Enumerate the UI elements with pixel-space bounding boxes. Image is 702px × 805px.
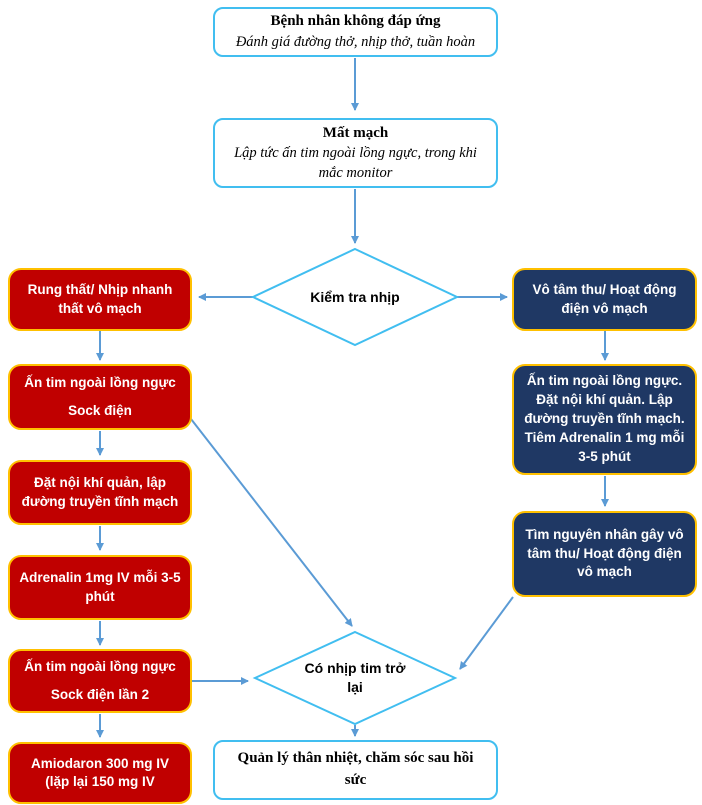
left-amiodaron-box: Amiodaron 300 mg IV (lặp lại 150 mg IV [8, 742, 192, 804]
right-find-cause-box: Tìm nguyên nhân gây vô tâm thu/ Hoạt độn… [512, 511, 697, 597]
start-box: Bệnh nhân không đáp ứng Đánh giá đường t… [213, 7, 498, 57]
left-cpr-shock-line1: Ấn tim ngoài lồng ngực [24, 375, 176, 391]
left-cpr-shock2-line1: Ấn tim ngoài lồng ngực [24, 659, 176, 675]
pulseless-box: Mất mạch Lập tức ấn tim ngoài lồng ngực,… [213, 118, 498, 188]
rosc-label: Có nhịp tim trở lại [304, 660, 406, 695]
post-resus-care-label: Quản lý thân nhiệt, chăm sóc sau hồi sức [237, 750, 474, 788]
start-subtitle: Đánh giá đường thở, nhịp thở, tuần hoàn [235, 34, 476, 51]
left-cpr-shock2-box: Ấn tim ngoài lồng ngực Sock điện lần 2 [8, 649, 192, 713]
check-rhythm-label: Kiểm tra nhịp [310, 288, 400, 305]
arrow-cause-to-rosc-diagonal [459, 596, 514, 670]
post-resus-care-box: Quản lý thân nhiệt, chăm sóc sau hồi sức [213, 740, 498, 800]
right-cpr-bundle-box: Ấn tim ngoài lồng ngực. Đặt nội khí quản… [512, 364, 697, 475]
pulseless-subtitle: Lập tức ấn tim ngoài lồng ngực, trong kh… [234, 145, 477, 181]
left-adrenalin-box: Adrenalin 1mg IV mỗi 3-5 phút [8, 555, 192, 620]
asystole-pea-box: Vô tâm thu/ Hoạt động điện vô mạch [512, 268, 697, 331]
left-cpr-shock2-line2: Sock điện lần 2 [50, 686, 150, 702]
left-intubation-box: Đặt nội khí quản, lập đường truyền tĩnh … [8, 460, 192, 525]
left-cpr-shock-line2: Sock điện [68, 402, 132, 418]
check-rhythm-diamond [250, 247, 460, 347]
left-cpr-shock-box: Ấn tim ngoài lồng ngực Sock điện [8, 364, 192, 430]
vf-vt-box: Rung thất/ Nhịp nhanh thất vô mạch [8, 268, 192, 331]
arrow-leftcpr-to-rosc-diagonal [190, 418, 353, 627]
pulseless-title: Mất mạch [322, 124, 389, 141]
rosc-diamond [252, 630, 458, 726]
start-title: Bệnh nhân không đáp ứng [270, 13, 441, 30]
